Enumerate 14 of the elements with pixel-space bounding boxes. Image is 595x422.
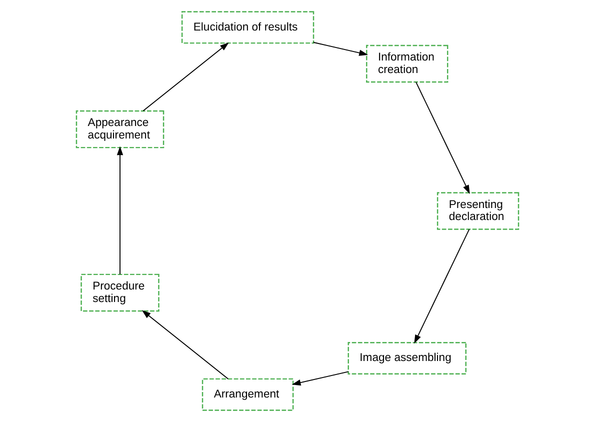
node-box: Information creation bbox=[366, 44, 448, 83]
node-box: Appearance acquirement bbox=[76, 110, 164, 148]
node-box: Elucidation of results bbox=[181, 11, 314, 44]
arrow bbox=[414, 228, 470, 344]
arrow bbox=[292, 371, 349, 386]
node-box: Procedure setting bbox=[80, 274, 160, 312]
arrow bbox=[313, 42, 368, 56]
arrow bbox=[142, 42, 229, 112]
arrow bbox=[416, 82, 470, 194]
node-box: Presenting declaration bbox=[436, 192, 520, 230]
arrow bbox=[142, 310, 229, 380]
arrow bbox=[116, 146, 124, 275]
node-box: Arrangement bbox=[202, 378, 294, 411]
node-box: Image assembling bbox=[348, 342, 466, 375]
